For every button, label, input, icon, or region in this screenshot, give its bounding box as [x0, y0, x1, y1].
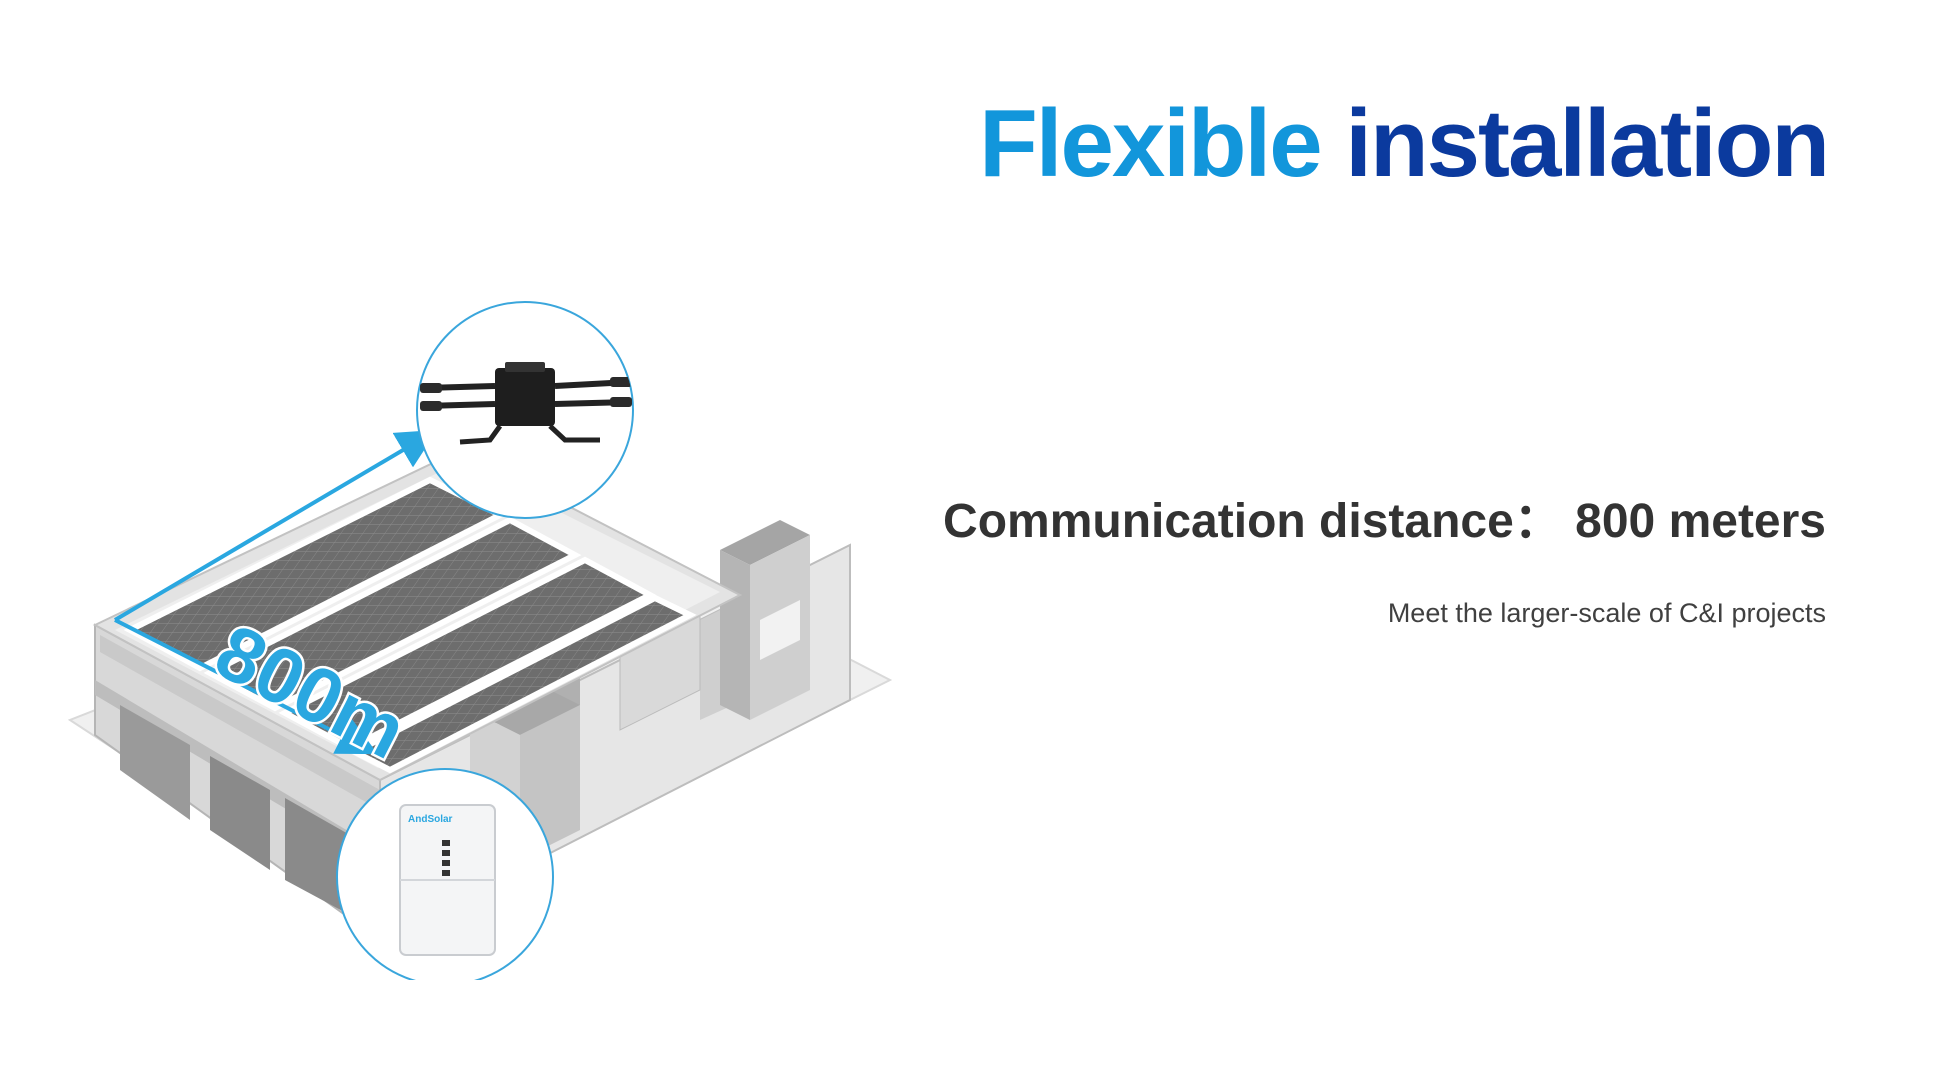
- gateway-device-icon: AndSolar: [399, 804, 496, 956]
- headline-label: Communication distance: [943, 495, 1514, 548]
- building-illustration: 800m: [67, 301, 893, 980]
- microinverter-callout: [416, 301, 634, 519]
- title-word-flexible: Flexible: [979, 90, 1322, 197]
- headline-separator: ：: [1513, 495, 1562, 548]
- gateway-callout: AndSolar: [336, 768, 554, 980]
- stair-tower: [720, 520, 810, 720]
- slide-title: Flexible installation: [979, 96, 1830, 192]
- device-brand-label: AndSolar: [408, 814, 453, 825]
- title-word-installation: installation: [1345, 90, 1830, 197]
- microinverter-icon: [420, 362, 632, 445]
- distance-arrow: [113, 429, 438, 755]
- subline-text: Meet the larger-scale of C&I projects: [1387, 598, 1826, 628]
- headline-value: 800 meters: [1575, 495, 1826, 548]
- solar-panel-array: [123, 476, 697, 774]
- communication-distance-headline: Communication distance： 800 meters: [943, 498, 1826, 546]
- building-front-facade: [94, 623, 381, 942]
